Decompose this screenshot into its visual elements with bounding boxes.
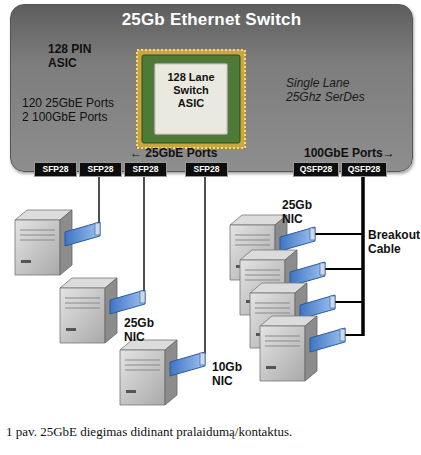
sfp28-port: SFP28 <box>34 162 77 177</box>
nic-label: 25Gb NIC <box>282 198 318 226</box>
port-direction-label: ← 25GbE Ports <box>130 146 240 160</box>
port-count-note: 2 100GbE Ports <box>22 110 132 124</box>
node-text: QSFP28 <box>342 163 386 176</box>
nic-label: 10Gb NIC <box>212 360 248 388</box>
asic-pin-note: 128 PIN ASIC <box>48 42 106 70</box>
server <box>15 210 100 275</box>
breakout-branch <box>345 334 363 336</box>
breakout-cable <box>361 175 365 336</box>
cable <box>98 175 100 224</box>
node-text: SFP28 <box>80 163 121 176</box>
figure-caption: 1 pav. 25GbE diegimas didinant pralaidum… <box>6 424 418 440</box>
nic-label: 25Gb NIC <box>124 316 160 344</box>
node-text: 25Gb Ethernet Switch <box>11 10 412 30</box>
sfp28-port: SFP28 <box>124 162 167 177</box>
qsfp28-port: QSFP28 <box>341 162 387 177</box>
sfp28-port: SFP28 <box>79 162 122 177</box>
server <box>120 340 205 405</box>
node-text: SFP28 <box>125 163 166 176</box>
qsfp28-port: QSFP28 <box>293 162 339 177</box>
serdes-note: Single Lane 25Ghz SerDes <box>286 76 372 104</box>
node-text: QSFP28 <box>294 163 338 176</box>
node-text: SFP28 <box>186 163 227 176</box>
node-text: 128 Lane Switch ASIC <box>159 71 223 110</box>
breakout-branch <box>315 233 363 235</box>
cable <box>143 175 145 292</box>
breakout-branch <box>335 301 363 303</box>
breakout-branch <box>325 268 363 270</box>
port-direction-label: 100GbE Ports→ <box>304 146 404 160</box>
port-count-note: 120 25GbE Ports <box>22 96 132 110</box>
cable <box>204 175 206 354</box>
cable-label: Breakout Cable <box>368 228 420 256</box>
asic-chip: 128 Lane Switch ASIC <box>136 49 246 149</box>
sfp28-port: SFP28 <box>185 162 228 177</box>
server <box>260 316 345 381</box>
node-text: SFP28 <box>35 163 76 176</box>
